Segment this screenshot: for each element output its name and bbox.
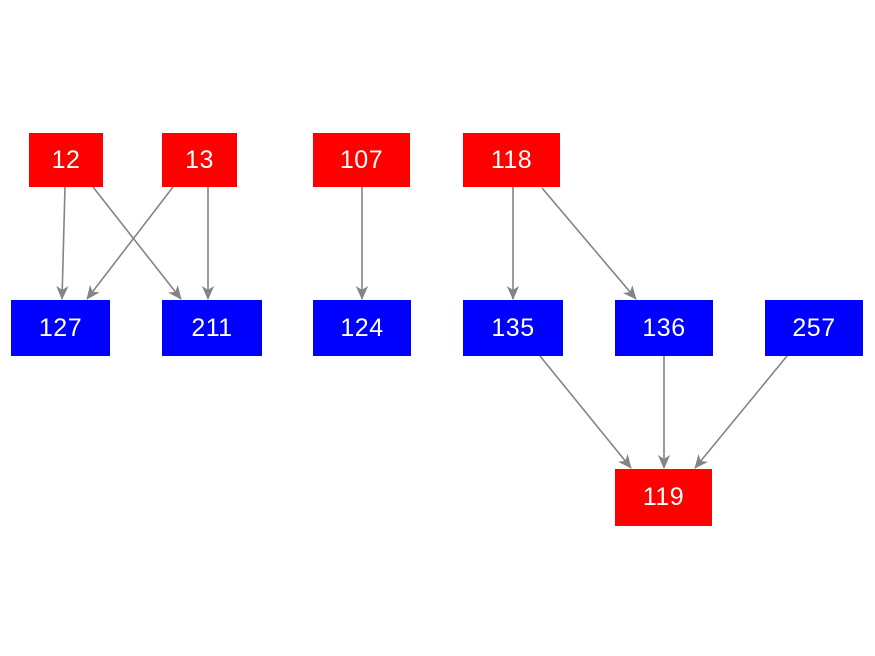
node-12[interactable]: 12	[29, 133, 103, 187]
node-124[interactable]: 124	[313, 300, 411, 356]
node-118[interactable]: 118	[463, 133, 560, 187]
node-label: 127	[38, 313, 83, 342]
node-136[interactable]: 136	[615, 300, 713, 356]
edge-135-119	[539, 355, 632, 469]
node-label: 118	[490, 145, 533, 174]
node-label: 257	[792, 313, 836, 342]
node-119[interactable]: 119	[615, 469, 712, 526]
node-label: 124	[340, 313, 384, 342]
edge-12-127	[56, 186, 69, 300]
node-label: 136	[642, 313, 686, 342]
edge-12-211	[92, 186, 182, 300]
node-107[interactable]: 107	[313, 133, 410, 187]
node-label: 211	[191, 313, 233, 342]
edge-13-127	[86, 186, 174, 300]
node-label: 135	[491, 313, 535, 342]
node-13[interactable]: 13	[162, 133, 237, 187]
edge-257-119	[694, 355, 788, 469]
node-label: 107	[339, 145, 384, 174]
node-211[interactable]: 211	[162, 300, 262, 356]
node-135[interactable]: 135	[463, 300, 563, 356]
node-label: 13	[185, 145, 214, 174]
node-label: 119	[642, 483, 685, 511]
edge-118-136	[541, 187, 637, 300]
node-257[interactable]: 257	[765, 300, 863, 356]
node-label: 12	[51, 145, 81, 174]
node-127[interactable]: 127	[11, 300, 110, 356]
